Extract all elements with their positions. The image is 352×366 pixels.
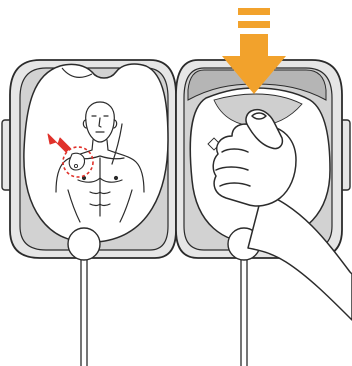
left-pad-connector [68,228,100,260]
push-arrow-bar-1 [238,8,270,15]
left-case [2,60,176,366]
push-arrow-bar-2 [238,21,270,28]
left-pad [24,64,168,242]
hand-thumbnail [252,113,266,119]
torso-nipple-right [115,177,118,180]
